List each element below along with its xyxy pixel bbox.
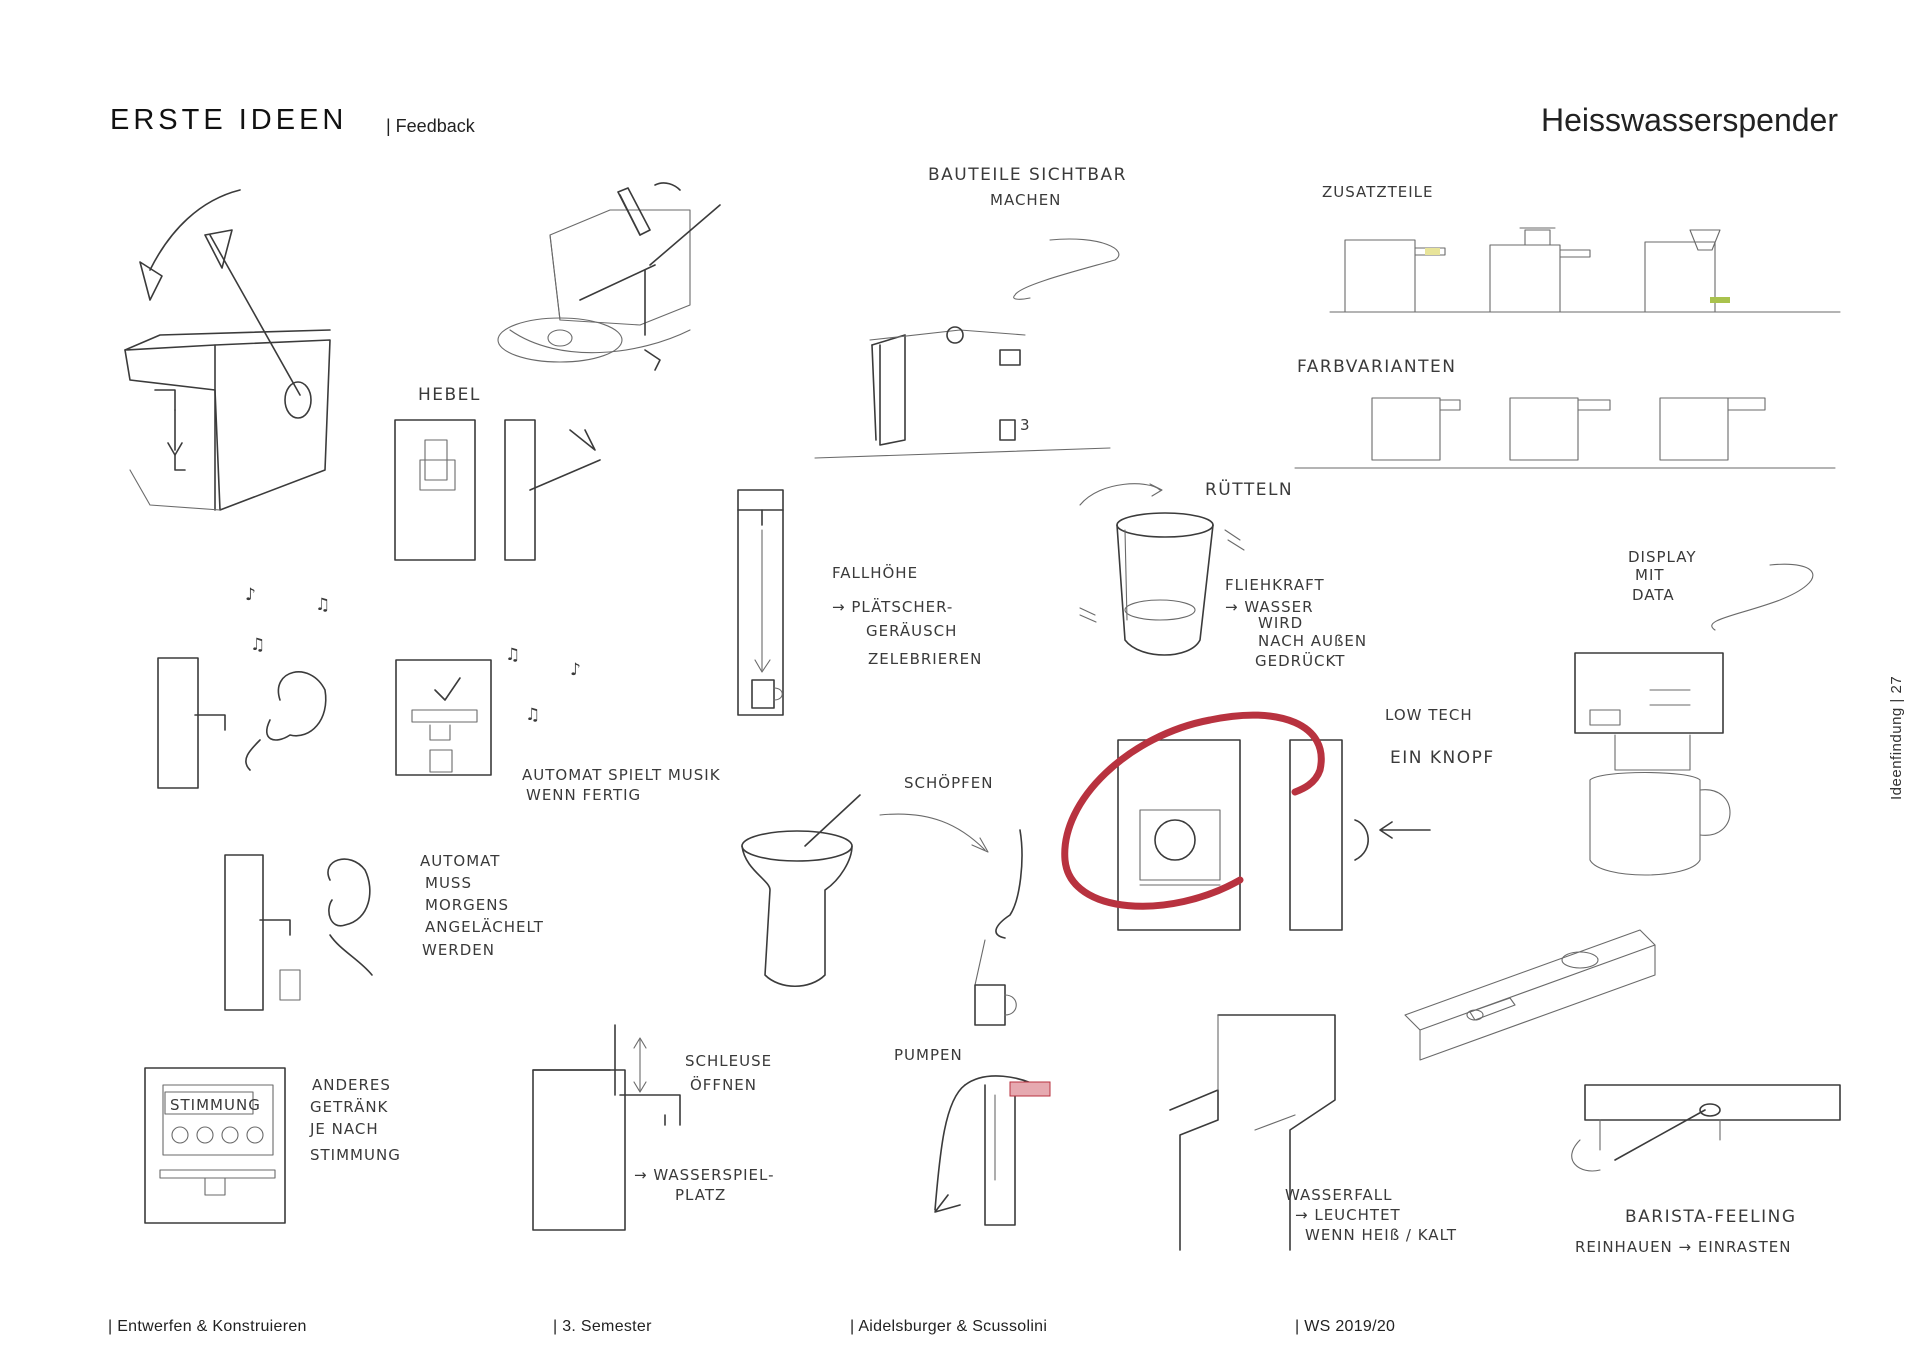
display-sketch: DISPLAY MIT DATA — [1574, 548, 1814, 876]
ruetteln-sketch: RÜTTELN FLIEHKRAFT → WASSER WIRD NACH AU… — [1079, 478, 1367, 670]
note-stimmung-box: STIMMUNG — [170, 1096, 261, 1114]
lever-machine-sketch — [124, 189, 331, 511]
note-display-2: MIT — [1635, 566, 1665, 584]
page-subtitle: | Feedback — [386, 116, 475, 136]
bauteile-sketch: BAUTEILE SICHTBAR MACHEN 3 — [814, 165, 1127, 459]
svg-text:3: 3 — [1020, 416, 1031, 434]
note-ein-knopf: EIN KNOPF — [1390, 748, 1495, 768]
note-display-3: DATA — [1632, 586, 1675, 604]
note-fallhoehe-3: GERÄUSCH — [866, 621, 957, 640]
lever-3d-sketch — [497, 182, 721, 371]
note-lowtech: LOW TECH — [1385, 706, 1473, 724]
svg-text:♪: ♪ — [570, 660, 582, 680]
svg-text:♪: ♪ — [245, 585, 257, 605]
note-automat-1: AUTOMAT — [420, 852, 500, 870]
svg-text:♫: ♫ — [505, 645, 522, 665]
note-bauteile: BAUTEILE SICHTBAR — [928, 165, 1127, 185]
note-wasserfall-1: WASSERFALL — [1285, 1186, 1392, 1204]
note-schoepfen: SCHÖPFEN — [904, 773, 993, 792]
note-fallhoehe-1: FALLHÖHE — [832, 563, 918, 582]
schleuse-sketch: SCHLEUSE ÖFFNEN → WASSERSPIEL- PLATZ — [532, 1024, 775, 1231]
footer-term: | WS 2019/20 — [1295, 1318, 1396, 1335]
note-fliehkraft-1: FLIEHKRAFT — [1225, 576, 1325, 594]
note-wasserspiel-1: → WASSERSPIEL- — [634, 1166, 775, 1184]
note-anderes-2: GETRÄNK — [310, 1097, 389, 1116]
musik-sketch: ♪ ♫ ♫ ♫ ♪ ♫ AUTOMAT SPIELT MUSIK WENN FE… — [157, 585, 721, 804]
zusatzteile-sketch: ZUSATZTEILE — [1322, 183, 1841, 313]
note-barista-1: BARISTA-FEELING — [1625, 1207, 1797, 1227]
project-topic: Heisswasserspender — [1540, 102, 1838, 138]
note-fliehkraft-5: GEDRÜCKT — [1255, 651, 1345, 670]
note-anderes-1: ANDERES — [312, 1076, 391, 1094]
note-machen: MACHEN — [990, 191, 1061, 209]
svg-text:♫: ♫ — [525, 705, 542, 725]
footer-course: | Entwerfen & Konstruieren — [108, 1318, 307, 1335]
note-fallhoehe-2: → PLÄTSCHER- — [832, 597, 953, 616]
note-fliehkraft-2: → WASSER — [1225, 598, 1314, 616]
footer-semester: | 3. Semester — [553, 1318, 652, 1335]
note-hebel: HEBEL — [418, 385, 481, 405]
note-automat-5: WERDEN — [422, 941, 495, 959]
note-automat-3: MORGENS — [425, 896, 509, 914]
pumpen-sketch: PUMPEN — [894, 1046, 1051, 1226]
schoepfen-sketch: SCHÖPFEN — [741, 773, 1023, 1026]
automat-laecheln-sketch: AUTOMAT MUSS MORGENS ANGELÄCHELT WERDEN — [224, 852, 544, 1011]
note-wasserfall-3: WENN HEIß / KALT — [1305, 1226, 1457, 1244]
note-barista-2: REINHAUEN → EINRASTEN — [1575, 1238, 1791, 1256]
note-display-1: DISPLAY — [1628, 548, 1697, 566]
svg-text:♫: ♫ — [250, 635, 267, 655]
stimmung-sketch: STIMMUNG ANDERES GETRÄNK JE NACH STIMMUN… — [144, 1067, 401, 1224]
footer-authors: | Aidelsburger & Scussolini — [850, 1318, 1048, 1335]
note-wasserspiel-2: PLATZ — [675, 1186, 726, 1204]
note-schleuse-2: ÖFFNEN — [690, 1075, 757, 1094]
note-schleuse-1: SCHLEUSE — [685, 1052, 772, 1070]
note-anderes-3: JE NACH — [309, 1120, 379, 1138]
note-zusatzteile: ZUSATZTEILE — [1322, 183, 1434, 201]
note-fliehkraft-4: NACH AUßEN — [1258, 632, 1367, 650]
note-anderes-4: STIMMUNG — [310, 1146, 401, 1164]
note-farbvarianten: FARBVARIANTEN — [1297, 357, 1456, 377]
hebel-sketch: HEBEL — [394, 385, 601, 561]
note-automat-4: ANGELÄCHELT — [425, 917, 544, 936]
note-wasserfall-2: → LEUCHTET — [1295, 1206, 1401, 1224]
page-title: ERSTE IDEEN — [110, 104, 348, 136]
fallhoehe-sketch: FALLHÖHE → PLÄTSCHER- GERÄUSCH ZELEBRIER… — [737, 489, 982, 716]
barista-sketch: BARISTA-FEELING REINHAUEN → EINRASTEN — [1404, 929, 1841, 1256]
farbvarianten-sketch: FARBVARIANTEN — [1294, 357, 1836, 469]
note-ruetteln: RÜTTELN — [1205, 478, 1293, 500]
note-pumpen: PUMPEN — [894, 1046, 963, 1064]
note-musik-2: WENN FERTIG — [526, 786, 641, 804]
note-musik-1: AUTOMAT SPIELT MUSIK — [522, 766, 721, 784]
note-fallhoehe-4: ZELEBRIEREN — [868, 650, 982, 668]
svg-text:♫: ♫ — [315, 595, 332, 615]
note-fliehkraft-3: WIRD — [1258, 614, 1303, 632]
low-tech-sketch: LOW TECH EIN KNOPF — [1061, 706, 1495, 931]
note-automat-2: MUSS — [425, 874, 472, 892]
wasserfall-sketch: WASSERFALL → LEUCHTET WENN HEIß / KALT — [1169, 1014, 1457, 1251]
